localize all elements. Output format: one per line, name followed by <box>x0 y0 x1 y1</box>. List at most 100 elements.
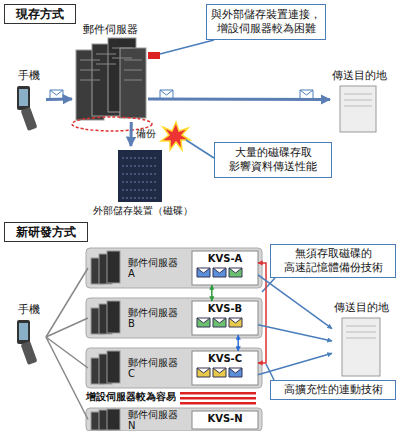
kvs-box: KVS-C <box>192 351 258 385</box>
node-text: 郵件伺服器 <box>83 22 138 37</box>
connector <box>46 268 88 337</box>
node-text: 大量的磁碟存取 影響資料傳送性能 <box>218 146 328 173</box>
server-rack <box>107 351 120 383</box>
server-panel <box>86 298 262 338</box>
node-text: 郵件伺服器 C <box>128 357 184 379</box>
server-lines <box>344 94 372 106</box>
phone-body <box>17 86 30 110</box>
server-rack <box>107 301 120 333</box>
node-text: 傳送目的地 <box>334 300 389 315</box>
node-text: 郵件伺服器 B <box>128 307 184 329</box>
node-text: 傳送目的地 <box>332 68 387 83</box>
destination-node: 傳送目的地 <box>332 300 390 382</box>
connector <box>258 353 332 375</box>
envelope <box>50 90 63 99</box>
node-text: 外部儲存裝置（磁碟） <box>93 204 193 218</box>
leader-line <box>186 140 214 158</box>
envelope <box>213 318 226 327</box>
envelope <box>229 368 242 377</box>
kvs-box: KVS-B <box>192 301 258 335</box>
node-text: 高擴充性的連動技術 <box>284 383 383 397</box>
flip-phone <box>21 107 38 131</box>
connector <box>258 325 332 341</box>
destination-server <box>342 318 380 376</box>
section-tag: 新研發方式 <box>4 222 88 242</box>
node-text: KVS-B <box>208 303 242 314</box>
phone-screen <box>19 323 28 340</box>
connector <box>211 285 213 301</box>
node-text: KVS-A <box>208 253 243 264</box>
phone-body <box>17 320 30 344</box>
storage-lines <box>122 158 158 198</box>
envelope <box>229 268 242 277</box>
kvs-area <box>192 301 258 335</box>
callout-box: 無須存取磁碟的 高速記憶體備份技術 <box>270 244 396 278</box>
node-text: 無須存取磁碟的 高速記憶體備份技術 <box>274 247 392 274</box>
mail-server: 郵件伺服器 A <box>88 248 190 288</box>
envelope <box>213 368 226 377</box>
expansion-bar <box>180 397 256 400</box>
connector <box>46 98 72 102</box>
node-text: KVS-N <box>207 413 242 424</box>
server-panel <box>86 408 262 431</box>
rack-lines <box>80 48 142 80</box>
mail-server: 郵件伺服器 B <box>88 298 190 338</box>
kvs-area <box>192 251 258 285</box>
leader-line <box>160 40 214 54</box>
node-text: 郵件伺服器 N <box>128 409 184 431</box>
edge-label: 備份 <box>136 127 156 141</box>
callout-box: 大量的磁碟存取 影響資料傳送性能 <box>214 142 332 178</box>
expansion-bar <box>180 392 256 395</box>
connector <box>237 335 239 351</box>
kvs-area <box>192 351 258 385</box>
mail-server: 郵件伺服器 C <box>88 348 190 388</box>
phone-device: 手機 <box>12 68 46 138</box>
kvs-area <box>192 411 258 429</box>
note-label: 增設伺服器較為容易 <box>86 390 176 404</box>
envelope <box>197 368 210 377</box>
connector <box>258 275 332 329</box>
node-text: 手機 <box>18 68 40 83</box>
server-lines <box>346 326 376 338</box>
callout-box: 高擴充性的連動技術 <box>270 380 396 400</box>
destination-server <box>340 86 376 132</box>
phone-device: 手機 <box>12 302 46 372</box>
kvs-box: KVS-N <box>192 411 258 429</box>
node-text: 與外部儲存裝置連接， 增設伺服器較為困難 <box>210 8 322 35</box>
node-text: 郵件伺服器 A <box>128 257 184 279</box>
expansion-bar <box>180 402 256 405</box>
envelope <box>197 268 210 277</box>
server-rack <box>107 409 120 430</box>
connector <box>148 98 330 102</box>
connector-plug <box>148 52 160 59</box>
node-text: 手機 <box>18 302 40 317</box>
node-text: 現存方式 <box>16 6 64 23</box>
connector <box>129 122 132 146</box>
node-text: 新研發方式 <box>16 224 76 241</box>
server-rack <box>107 251 120 283</box>
destination-node: 傳送目的地 <box>330 68 388 138</box>
section-tag: 現存方式 <box>4 4 76 24</box>
mail-server: 郵件伺服器 <box>72 22 148 122</box>
burst <box>161 122 190 150</box>
connector <box>46 337 88 420</box>
envelope <box>197 318 210 327</box>
kvs-box: KVS-A <box>192 251 258 285</box>
disk-storage <box>118 150 162 202</box>
flip-phone <box>21 341 38 365</box>
callout-box: 與外部儲存裝置連接， 增設伺服器較為困難 <box>206 4 326 40</box>
node-text: KVS-C <box>208 353 242 364</box>
phone-screen <box>19 89 28 106</box>
connector <box>46 318 88 337</box>
server-panel <box>86 348 262 388</box>
envelope <box>229 318 242 327</box>
server-panel <box>86 248 262 288</box>
mail-server: 郵件伺服器 N <box>88 408 190 431</box>
envelope <box>300 90 313 99</box>
connector <box>46 337 88 368</box>
storage-device: 外部儲存裝置（磁碟） <box>88 146 198 218</box>
envelope <box>213 268 226 277</box>
